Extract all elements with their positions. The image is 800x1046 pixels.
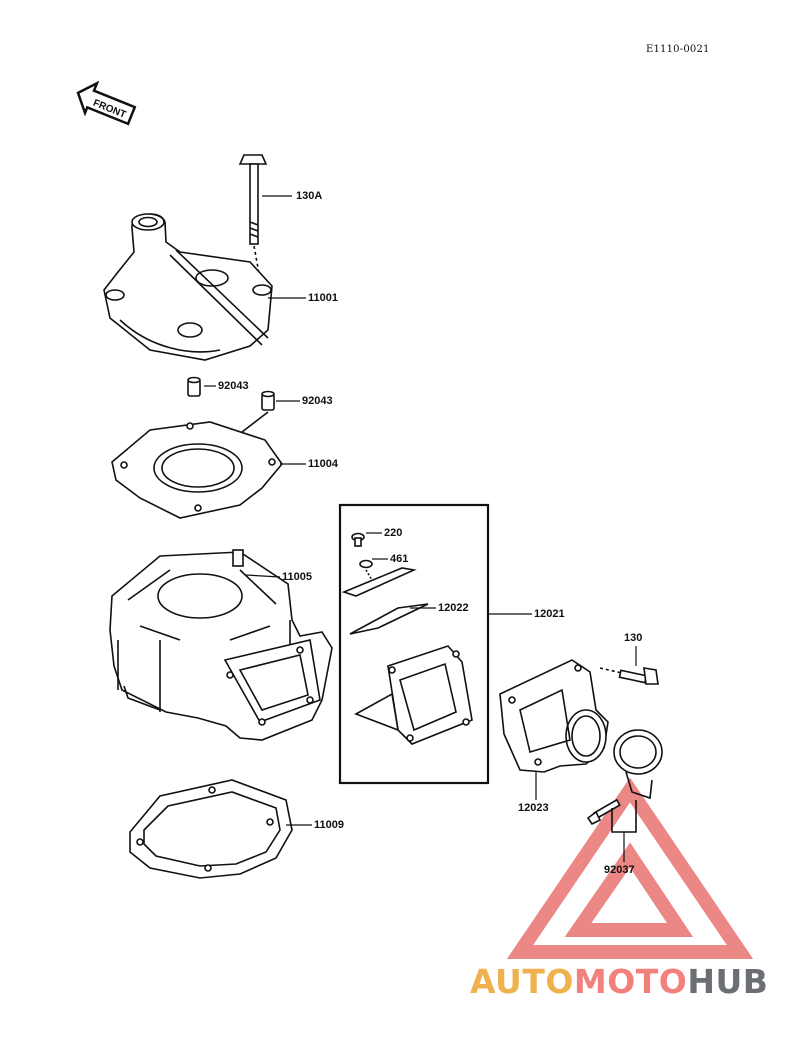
reed-valve-assy-frame — [338, 503, 490, 785]
part-label-130a: 130A — [296, 190, 323, 202]
screw-220 — [351, 532, 365, 547]
part-label-461: 461 — [390, 553, 409, 565]
part-label-130: 130 — [624, 632, 643, 644]
watermark-text: AUTOMOTOHUB — [470, 962, 769, 1001]
front-arrow-icon: FRONT — [76, 80, 137, 126]
dowel-pin-left — [187, 376, 201, 397]
cylinder-11005 — [109, 549, 333, 741]
part-label-92037: 92037 — [604, 864, 635, 876]
part-label-12023: 12023 — [518, 802, 549, 814]
dowel-pin-right — [261, 390, 275, 411]
part-label-11005: 11005 — [282, 571, 312, 583]
part-label-11004: 11004 — [308, 458, 338, 470]
washer-461 — [359, 559, 373, 581]
part-label-220: 220 — [384, 527, 403, 539]
part-label-12022: 12022 — [438, 602, 469, 614]
intake-manifold-12023 — [499, 659, 609, 773]
part-label-11009: 11009 — [314, 819, 344, 831]
reed-12022 — [349, 603, 429, 635]
cylinder-head-11001 — [103, 213, 273, 361]
head-gasket-11004 — [111, 421, 284, 519]
part-label-92043-right: 92043 — [302, 395, 333, 407]
reed-stopper — [341, 567, 417, 597]
reed-block — [354, 645, 473, 745]
base-gasket-11009 — [129, 779, 293, 879]
watermark-logo-triangle — [506, 777, 754, 959]
part-label-11001: 11001 — [308, 292, 338, 304]
part-label-12021: 12021 — [534, 608, 565, 620]
leader-lines — [204, 195, 637, 862]
diagram-reference-code: E1110-0021 — [646, 44, 710, 55]
bolt-130 — [599, 667, 659, 685]
clamp-92037 — [586, 729, 663, 833]
part-label-92043-left: 92043 — [218, 380, 249, 392]
